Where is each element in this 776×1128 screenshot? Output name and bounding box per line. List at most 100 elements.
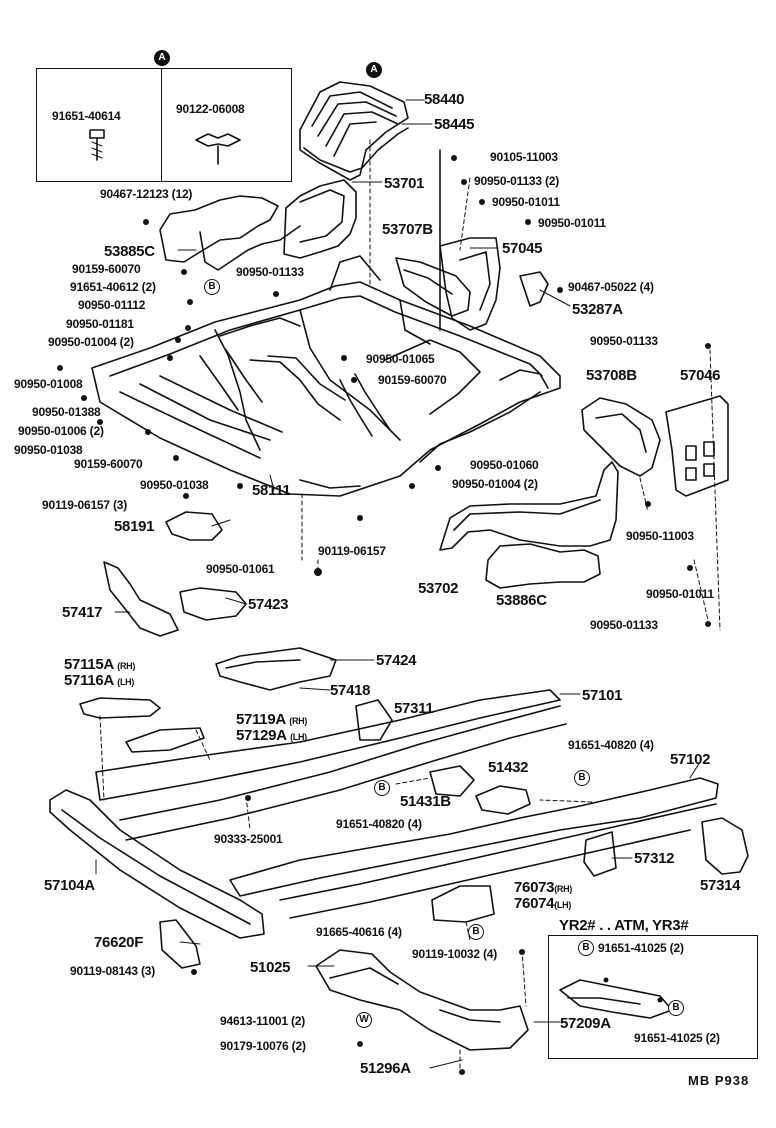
- frame: [49, 689, 749, 939]
- marker-b-2: B: [374, 780, 390, 796]
- part-57119A-number: 57119A: [236, 711, 286, 728]
- panel-53701: [159, 179, 357, 271]
- part-57102: 57102: [670, 751, 711, 768]
- part-57129A-side: (LH): [290, 732, 307, 742]
- inset-a-fasteners: [89, 129, 241, 165]
- inset-bottom-marker-b-bottom: B: [668, 1000, 684, 1016]
- inset-a-left-part: 91651-40614: [52, 109, 121, 123]
- part-90159-60070-a: 90159-60070: [72, 262, 141, 276]
- part-90950-01006: 90950-01006 (2): [18, 424, 104, 438]
- part-53701: 53701: [384, 175, 425, 192]
- part-57129A: 57129A (LH): [236, 728, 307, 743]
- inset-bottom-part-bottom: 91651-41025 (2): [634, 1031, 720, 1045]
- part-51296A: 51296A: [360, 1060, 411, 1077]
- panel-53702: [439, 461, 619, 589]
- part-90950-01038-a: 90950-01038: [14, 443, 83, 457]
- part-76074: 76074(LH): [514, 896, 571, 911]
- inset-bottom-box: [548, 935, 758, 1059]
- inset-bottom-title: YR2# . . ATM, YR3#: [556, 918, 692, 933]
- part-57116A-number: 57116A: [64, 672, 114, 689]
- part-90950-01388: 90950-01388: [32, 405, 101, 419]
- part-90950-01133-c: 90950-01133: [590, 334, 658, 348]
- part-90119-08143: 90119-08143 (3): [70, 964, 156, 978]
- part-90950-11003: 90950-11003: [626, 529, 694, 543]
- part-57423: 57423: [248, 596, 289, 613]
- inset-a-right-part: 90122-06008: [176, 102, 245, 116]
- part-57045: 57045: [502, 240, 543, 257]
- part-90105-11003: 90105-11003: [490, 150, 558, 164]
- part-57116A-side: (LH): [117, 677, 135, 687]
- crossmember-51025: [159, 919, 529, 1051]
- part-57119A: 57119A (RH): [236, 712, 307, 727]
- marker-b-1: B: [204, 279, 220, 295]
- inset-bottom-marker-b-top: B: [578, 940, 594, 956]
- part-90159-60070-b: 90159-60070: [74, 457, 143, 471]
- part-91651-40612: 91651-40612 (2): [70, 280, 156, 294]
- part-57314: 57314: [700, 877, 741, 894]
- part-53708B: 53708B: [586, 367, 637, 384]
- part-57101: 57101: [582, 687, 623, 704]
- part-51432: 51432: [488, 759, 529, 776]
- part-90119-06157-a: 90119-06157 (3): [42, 498, 128, 512]
- bottom-inset-bolts: [603, 977, 663, 1003]
- label-leaders: [95, 99, 701, 1069]
- part-90950-01061: 90950-01061: [206, 562, 275, 576]
- small-brackets: [79, 511, 337, 753]
- tunnel-cover: [299, 81, 409, 181]
- part-58191: 58191: [114, 518, 155, 535]
- part-91651-40820-a: 91651-40820 (4): [568, 738, 654, 752]
- part-58445: 58445: [434, 116, 475, 133]
- part-90179-10076: 90179-10076 (2): [220, 1039, 306, 1053]
- part-58111: 58111: [252, 482, 291, 499]
- part-90950-01133-a: 90950-01133: [236, 265, 304, 279]
- part-51431B: 51431B: [400, 793, 451, 810]
- part-53287A: 53287A: [572, 301, 623, 318]
- part-76073: 76073(RH): [514, 880, 572, 895]
- part-57115A: 57115A (RH): [64, 657, 135, 672]
- part-90950-01060: 90950-01060: [470, 458, 539, 472]
- part-57417: 57417: [62, 604, 103, 621]
- inset-bottom-part-top: 91651-41025 (2): [598, 941, 684, 955]
- part-76620F: 76620F: [94, 934, 144, 951]
- part-90950-01133-b: 90950-01133 (2): [474, 174, 560, 188]
- part-90159-60070-c: 90159-60070: [378, 373, 447, 387]
- part-90950-01004-a: 90950-01004 (2): [48, 335, 134, 349]
- part-57115A-number: 57115A: [64, 656, 114, 673]
- part-90950-01011-a: 90950-01011: [492, 195, 560, 209]
- part-94613-11001: 94613-11001 (2): [220, 1014, 306, 1028]
- part-90950-01065: 90950-01065: [366, 352, 435, 366]
- part-57104A: 57104A: [44, 877, 95, 894]
- part-76074-side: (LH): [554, 900, 572, 910]
- part-91665-40616: 91665-40616 (4): [316, 925, 402, 939]
- part-90950-01011-b: 90950-01011: [538, 216, 606, 230]
- marker-b-4: B: [468, 924, 484, 940]
- inset-a-box: [36, 68, 292, 182]
- part-90950-01038-b: 90950-01038: [140, 478, 209, 492]
- rear-right-parts: [581, 395, 729, 497]
- part-90950-01112: 90950-01112: [78, 298, 146, 312]
- part-53885C: 53885C: [104, 243, 155, 260]
- inset-a-marker: A: [154, 50, 170, 66]
- inset-bottom-part-main: 57209A: [560, 1015, 611, 1032]
- part-57116A: 57116A (LH): [64, 673, 134, 688]
- part-57119A-side: (RH): [289, 716, 308, 726]
- part-57311: 57311: [394, 700, 434, 717]
- part-90467-05022: 90467-05022 (4): [568, 280, 654, 294]
- part-53702: 53702: [418, 580, 459, 597]
- right-upper-parts: [395, 149, 549, 331]
- part-57418: 57418: [330, 682, 371, 699]
- part-58440: 58440: [424, 91, 465, 108]
- part-90119-06157-b: 90119-06157: [318, 544, 386, 558]
- part-91651-40820-b: 91651-40820 (4): [336, 817, 422, 831]
- part-76074-number: 76074: [514, 895, 555, 912]
- part-90333-25001: 90333-25001: [214, 832, 283, 846]
- part-90119-10032: 90119-10032 (4): [412, 947, 498, 961]
- part-76073-number: 76073: [514, 879, 555, 896]
- fasteners: [57, 155, 711, 1075]
- part-57115A-side: (RH): [117, 661, 136, 671]
- part-57046: 57046: [680, 367, 721, 384]
- part-57129A-number: 57129A: [236, 727, 287, 744]
- part-90950-01011-c: 90950-01011: [646, 587, 714, 601]
- footer-code: MB P938: [688, 1073, 750, 1088]
